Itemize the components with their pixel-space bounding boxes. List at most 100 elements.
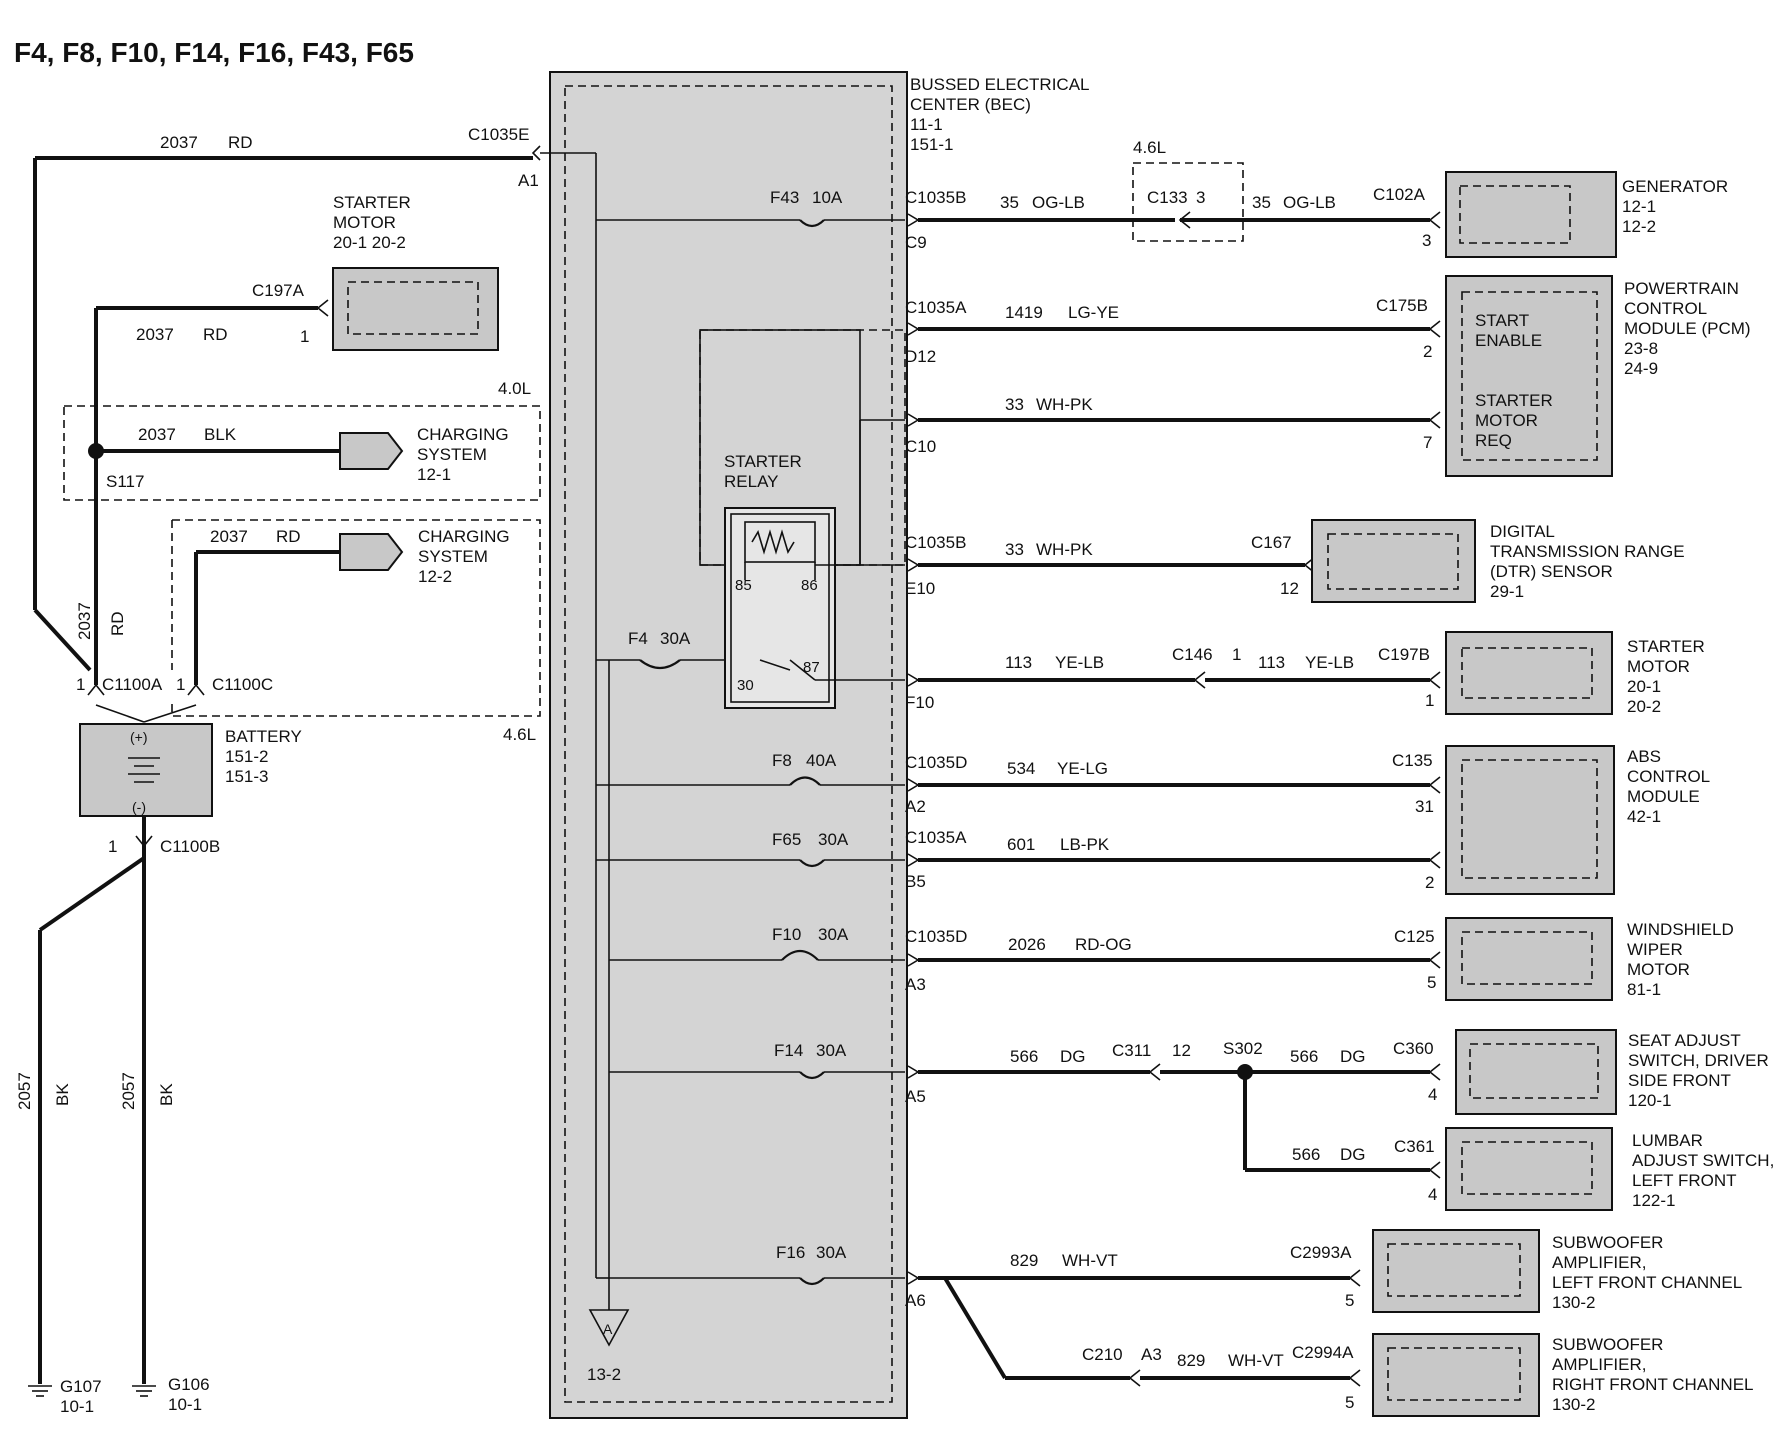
cs2-color: RD — [276, 527, 301, 546]
sub-lf-name-0: SUBWOOFER — [1552, 1233, 1663, 1252]
pcm1-bec-pin: D12 — [905, 347, 936, 366]
battery-name: BATTERY — [225, 727, 302, 746]
sub-lf-pin: 5 — [1345, 1291, 1354, 1310]
circuit-wiper: 2026 RD-OG C125 5 WINDSHIELD WIPER MOTOR… — [907, 917, 1734, 1001]
dtr-conn: C167 — [1251, 533, 1292, 552]
seat-name-1: SWITCH, DRIVER — [1628, 1051, 1769, 1070]
starter-right-box — [1445, 631, 1613, 715]
option-4-6l: 4.6L 2037 RD CHARGING SYSTEM 12-2 — [171, 519, 541, 744]
cs1-name1: CHARGING — [417, 425, 509, 444]
bec-internal-bus: A 13-2 — [531, 145, 630, 1384]
sub-lf-circuit: 829 — [1010, 1251, 1038, 1270]
circuit-subwoofers: 829 WH-VT C2993A 5 SUBWOOFER AMPLIFIER, … — [907, 1229, 1754, 1417]
abs-name-1: CONTROL — [1627, 767, 1710, 786]
sub-lf-box — [1372, 1229, 1540, 1313]
pcm-name-1: CONTROL — [1624, 299, 1707, 318]
battery-box — [79, 723, 213, 817]
gnd1-circuit: 2057 — [15, 1072, 34, 1110]
pcm2-bec-pin: C10 — [905, 437, 936, 456]
bec-ref2: 151-1 — [910, 135, 953, 154]
seat-bec-pin: A5 — [905, 1087, 926, 1106]
seat-inline-pin: 12 — [1172, 1041, 1191, 1060]
feed-circuit: 2037 — [160, 133, 198, 152]
relay-pin-86: 86 — [801, 577, 818, 594]
abs2-circuit: 601 — [1007, 835, 1035, 854]
sub-rf-ref-0: 130-2 — [1552, 1395, 1595, 1414]
lumbar-box — [1445, 1127, 1613, 1211]
pcm1-inner2: ENABLE — [1475, 331, 1542, 350]
wiper-ref-0: 81-1 — [1627, 980, 1661, 999]
cs2-name2: SYSTEM — [418, 547, 488, 566]
fuse-f10-amps: 30A — [818, 925, 849, 944]
abs-pin: 31 — [1415, 797, 1434, 816]
wiper-box — [1445, 917, 1613, 1001]
sub-rf-circuit: 829 — [1177, 1351, 1205, 1370]
wiper-pin: 5 — [1427, 973, 1436, 992]
bussed-electrical-center: BUSSED ELECTRICAL CENTER (BEC) 11-1 151-… — [549, 71, 1090, 1419]
dtr-name-2: (DTR) SENSOR — [1490, 562, 1613, 581]
gen-circuit: 35 — [1000, 193, 1019, 212]
gen-bec-conn: C1035B — [905, 188, 966, 207]
g107-ref: 10-1 — [60, 1397, 94, 1416]
seat-box — [1455, 1029, 1617, 1115]
starter-left-ref: 20-1 20-2 — [333, 233, 406, 252]
fuse-f43-name: F43 — [770, 188, 799, 207]
starter-circuit: 113 — [1005, 653, 1032, 672]
vert-circuit: 2037 — [75, 602, 94, 640]
sub-rf-inline-pin: A3 — [1141, 1345, 1162, 1364]
gnd2-color: BK — [157, 1083, 176, 1106]
gen-circuit2: 35 — [1252, 193, 1271, 212]
grounds: 2057 BK 2057 BK G107 10-1 G106 10-1 — [15, 856, 210, 1416]
label-4-0l: 4.0L — [498, 379, 531, 398]
wiper-bec-pin: A3 — [905, 975, 926, 994]
starter-ref-0: 20-1 — [1627, 677, 1661, 696]
abs-name-0: ABS — [1627, 747, 1661, 766]
dtr-ref-0: 29-1 — [1490, 582, 1524, 601]
seat-name-2: SIDE FRONT — [1628, 1071, 1731, 1090]
abs2-bec-pin: B5 — [905, 872, 926, 891]
seat-color: DG — [1060, 1047, 1086, 1066]
circuit-starter-right: 113 YE-LB C146 1 113 YE-LB C197B 1 START… — [907, 631, 1705, 716]
pcm2-pin: 7 — [1423, 433, 1432, 452]
bec-right-connectors: C1035B C9 C1035A D12 C10 C1035B E10 F10 … — [905, 188, 967, 1310]
dtr-circuit: 33 — [1005, 540, 1024, 559]
starter-relay-line2: RELAY — [724, 472, 779, 491]
pcm2-inner1: STARTER — [1475, 391, 1553, 410]
dtr-name-1: TRANSMISSION RANGE — [1490, 542, 1685, 561]
abs-bec-conn: C1035D — [905, 753, 967, 772]
abs-circuit: 534 — [1007, 759, 1035, 778]
sub-lf-name-2: LEFT FRONT CHANNEL — [1552, 1273, 1742, 1292]
seat-name-0: SEAT ADJUST — [1628, 1031, 1741, 1050]
fuse-f14-name: F14 — [774, 1041, 803, 1060]
pcm1-circuit: 1419 — [1005, 303, 1043, 322]
fuse-f4-amps: 30A — [660, 629, 691, 648]
battery-ref1: 151-2 — [225, 747, 268, 766]
c1100c: C1100C — [212, 675, 273, 694]
gen-name-0: GENERATOR — [1622, 177, 1728, 196]
seat-circuit2: 566 — [1290, 1047, 1318, 1066]
starter-ref-1: 20-2 — [1627, 697, 1661, 716]
fuse-f16-symbol — [799, 1277, 825, 1286]
diagram-title: F4, F8, F10, F14, F16, F43, F65 — [14, 37, 414, 68]
starter-left-name2: MOTOR — [333, 213, 396, 232]
charging-system-1-arrow — [339, 432, 404, 470]
sub-lf-ref-0: 130-2 — [1552, 1293, 1595, 1312]
pcm2-color: WH-PK — [1036, 395, 1093, 414]
circuit-generator: 4.6L C133 3 35 OG-LB 35 OG-LB C102A 3 GE… — [907, 138, 1728, 258]
sub-lf-color: WH-VT — [1062, 1251, 1118, 1270]
gen-inline-pin: 3 — [1196, 188, 1205, 207]
fuse-branches: F43 10A F4 30A F8 40A F65 30A F10 30A F1… — [596, 188, 905, 1286]
feed-conn: C1035E — [468, 125, 529, 144]
starter-inline: C146 — [1172, 645, 1213, 664]
dtr-pin: 12 — [1280, 579, 1299, 598]
seat-circuit: 566 — [1010, 1047, 1038, 1066]
left-feed: 2037 RD C1035E A1 2037 RD — [33, 125, 539, 672]
cs1-circuit: 2037 — [138, 425, 176, 444]
fuse-f65-symbol — [799, 859, 825, 868]
pcm-name-0: POWERTRAIN — [1624, 279, 1739, 298]
pcm2-circuit: 33 — [1005, 395, 1024, 414]
c1100a-pin: 1 — [76, 675, 85, 694]
cs2-name1: CHARGING — [418, 527, 510, 546]
starter-left-name1: STARTER — [333, 193, 411, 212]
